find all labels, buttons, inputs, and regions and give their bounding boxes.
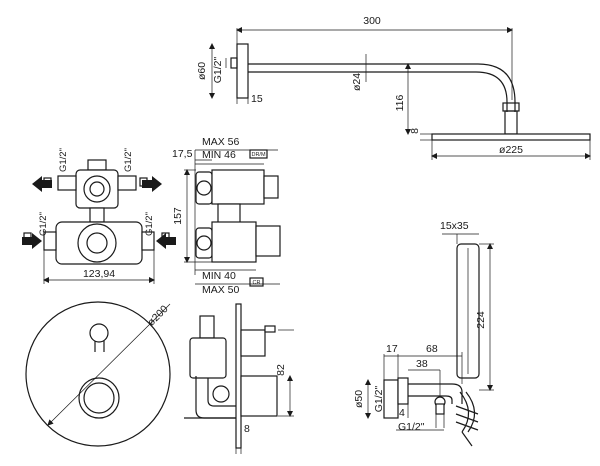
cover-plate bbox=[235, 303, 242, 449]
trim-lower-curve bbox=[195, 376, 236, 419]
dim-side-height: 157 bbox=[172, 207, 184, 225]
dim-flange-dia: ø60 bbox=[196, 62, 208, 80]
faceplate-view: ø200 bbox=[25, 301, 171, 447]
head-connector bbox=[504, 110, 518, 135]
bracket-base bbox=[397, 377, 409, 405]
dim-arm-thread: G1/2" bbox=[212, 56, 224, 83]
badge-bottom-box bbox=[249, 277, 264, 287]
dim-elbow-thread: G1/2" bbox=[373, 385, 385, 412]
upper-right-connector bbox=[117, 175, 137, 191]
trim-lower-inner bbox=[207, 378, 236, 407]
dim-arm-length: 300 bbox=[363, 15, 381, 27]
label-box-bl bbox=[23, 232, 32, 242]
upper-cap bbox=[87, 159, 107, 171]
side-stem bbox=[217, 203, 241, 225]
lower-port-inner bbox=[86, 232, 108, 254]
diverter-knob bbox=[89, 323, 109, 343]
stem bbox=[89, 207, 105, 223]
dim-side-min-bottom: MIN 40 bbox=[202, 270, 236, 282]
lower-right-connector bbox=[141, 231, 155, 251]
thread-bottom-left: G1/2" bbox=[38, 212, 49, 236]
arm-tube-top bbox=[248, 63, 516, 112]
dim-side-min-top: MIN 46 bbox=[202, 149, 236, 161]
trim-upper-body bbox=[189, 337, 227, 379]
lower-left-connector bbox=[43, 231, 57, 251]
hose-end bbox=[461, 431, 473, 447]
bracket-outlet-nozzle bbox=[435, 403, 445, 415]
lower-body bbox=[55, 221, 143, 265]
bracket-arm bbox=[408, 383, 463, 404]
dim-elbow-dia: ø50 bbox=[353, 390, 365, 408]
shower-head bbox=[431, 133, 591, 141]
inlet-left-arrow-icon bbox=[22, 233, 42, 249]
dim-hand-length: 224 bbox=[475, 311, 487, 329]
arm-tube-bottom bbox=[248, 71, 508, 112]
trim-lower-port bbox=[212, 385, 230, 403]
flange-connector bbox=[230, 57, 238, 69]
dim-bracket-mid: 38 bbox=[416, 358, 428, 370]
side-upper-knob bbox=[263, 175, 279, 199]
dim-valve-width: 123,94 bbox=[83, 268, 115, 280]
outlet-left-arrow-icon bbox=[32, 176, 52, 192]
badge-top-label: DR/M bbox=[251, 152, 265, 158]
hose-ribs bbox=[455, 405, 479, 431]
upper-port-outer bbox=[83, 175, 111, 203]
dim-head-thickness: 8 bbox=[409, 128, 421, 134]
dim-arm-drop: 116 bbox=[394, 94, 406, 111]
label-box-br bbox=[161, 232, 170, 242]
thermostat-knob-outer bbox=[78, 377, 120, 419]
side-lower-left bbox=[195, 227, 213, 259]
dim-bracket-thread: G1/2" bbox=[398, 421, 425, 433]
shower-arm-drawing: 300 ø60 G1/2" 15 ø24 116 8 ø225 bbox=[196, 15, 591, 160]
dim-trim-projection: 82 bbox=[275, 364, 287, 376]
label-box-tr bbox=[139, 177, 148, 187]
label-box-tl bbox=[43, 177, 52, 187]
trim-lower-knob bbox=[240, 375, 278, 417]
dim-bracket-plate: 4 bbox=[399, 407, 405, 419]
side-upper-left bbox=[195, 171, 213, 205]
dim-side-max-bottom: MAX 50 bbox=[202, 284, 240, 296]
dim-bracket-total: 68 bbox=[426, 343, 438, 355]
valve-side-view: 17,5 MAX 56 MIN 46 DR/M 157 MIN 40 MAX 5… bbox=[172, 136, 281, 296]
dim-handle-size: 15x35 bbox=[440, 220, 469, 232]
badge-bottom-label: CR bbox=[253, 280, 261, 286]
side-upper-port bbox=[196, 180, 212, 196]
thread-top-right: G1/2" bbox=[123, 148, 134, 172]
trim-side-view: 82 8 bbox=[184, 303, 294, 454]
dim-head-dia: ø225 bbox=[499, 144, 523, 156]
thermostat-knob-inner bbox=[83, 382, 115, 414]
side-lower-port bbox=[196, 235, 212, 251]
valve-top-view: G1/2" G1/2" G1/2" G1/2" 123,94 bbox=[22, 148, 176, 284]
trim-upper-knob bbox=[240, 329, 266, 357]
trim-upper-cap bbox=[199, 315, 215, 339]
faceplate-circle bbox=[25, 301, 171, 447]
dim-side-max-top: MAX 56 bbox=[202, 136, 240, 148]
badge-top-box bbox=[249, 149, 268, 159]
lower-port-outer bbox=[77, 223, 117, 263]
hose-2 bbox=[465, 391, 476, 433]
dim-trim-plate: 8 bbox=[244, 423, 250, 435]
bracket-plate bbox=[383, 379, 399, 419]
dim-side-offset: 17,5 bbox=[172, 148, 193, 160]
dim-bracket-left: 17 bbox=[386, 343, 398, 355]
upper-port-inner bbox=[89, 181, 105, 197]
hand-shower-view: 15x35 224 17 68 38 ø50 G1/2" 4 G1/2" bbox=[353, 220, 494, 447]
side-lower-body bbox=[211, 221, 257, 263]
dim-flange-depth: 15 bbox=[251, 93, 263, 105]
bracket-arm-inner bbox=[408, 395, 453, 404]
dim-tube-dia: ø24 bbox=[351, 73, 363, 91]
thread-bottom-right: G1/2" bbox=[144, 212, 155, 236]
trim-upper-knob-tip bbox=[264, 325, 276, 333]
upper-left-connector bbox=[57, 175, 77, 191]
thread-top-left: G1/2" bbox=[58, 148, 69, 172]
side-lower-knob bbox=[255, 225, 281, 257]
side-upper-body bbox=[211, 169, 265, 205]
arm-joint bbox=[502, 102, 520, 112]
wall-flange bbox=[236, 43, 249, 99]
